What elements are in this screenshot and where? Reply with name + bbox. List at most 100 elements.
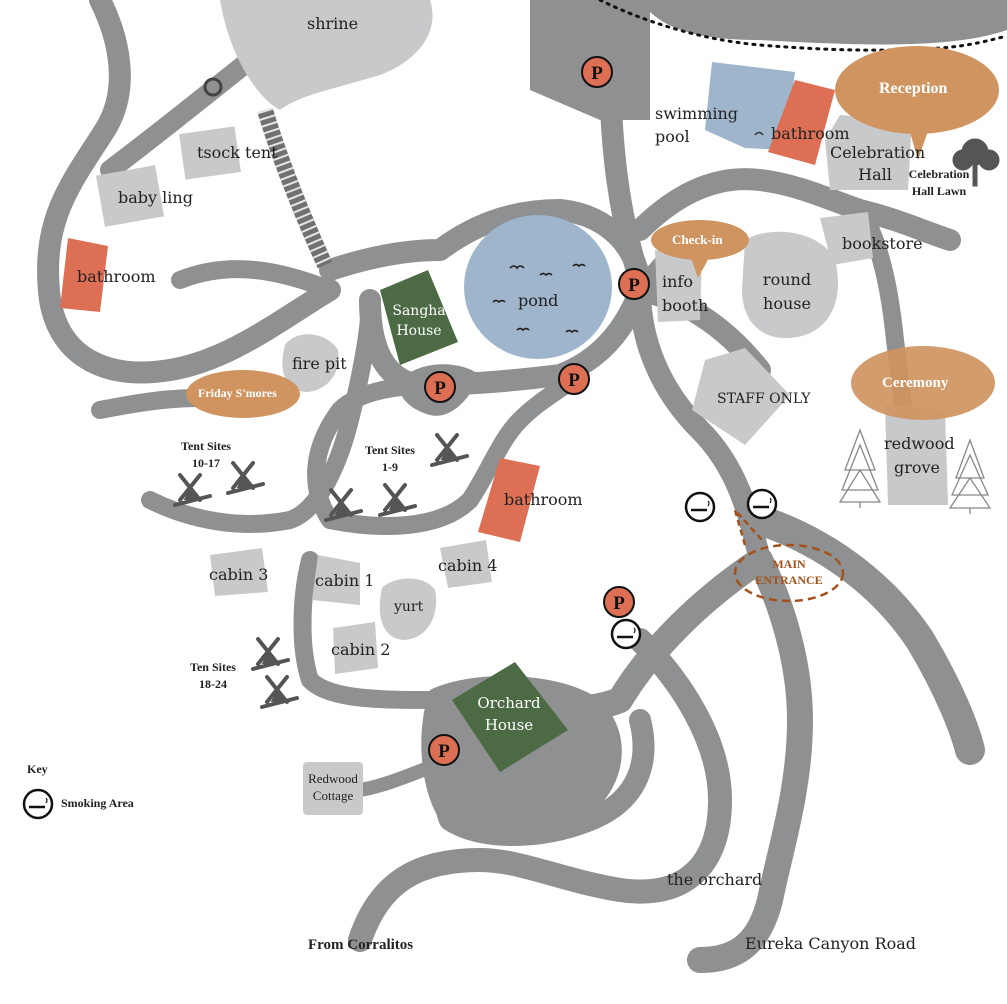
svg-text:P: P <box>568 370 580 391</box>
info-booth-shape <box>655 250 702 322</box>
the-orchard-label[interactable]: the orchard <box>667 870 763 889</box>
check-in-bubble-shape <box>651 220 749 278</box>
tent-icon <box>173 473 212 507</box>
staff-only-label[interactable]: STAFF ONLY <box>717 391 811 407</box>
round-house-shape <box>742 231 838 339</box>
tent-icon <box>378 483 417 517</box>
lawn-tree-icon <box>952 138 1000 187</box>
bathroom-north-label[interactable]: bathroom <box>771 124 850 143</box>
baby-ling-shape <box>95 165 165 227</box>
legend-smoking-area: Smoking Area <box>61 796 134 810</box>
parking-icon[interactable]: P <box>424 371 456 403</box>
tent-icon <box>430 433 469 467</box>
ceremony-label[interactable]: Ceremony <box>882 375 949 391</box>
redwood-cottage-shape <box>303 762 363 815</box>
cabin-4-label[interactable]: cabin 4 <box>438 556 498 575</box>
reception-bubble-shape <box>835 46 999 160</box>
bathroom-north-shape <box>768 80 835 165</box>
main-entrance-marker[interactable] <box>733 509 845 603</box>
info-booth-label[interactable]: info booth <box>662 272 709 315</box>
pond-birds <box>492 263 586 334</box>
tent-icon <box>251 637 290 671</box>
round-house-label[interactable]: round house <box>762 270 812 313</box>
tent-icon <box>260 675 299 709</box>
orchard-house-label[interactable]: Orchard House <box>477 694 541 734</box>
svg-text:P: P <box>434 378 446 399</box>
bathroom-center-label[interactable]: bathroom <box>504 490 583 509</box>
yurt-label[interactable]: yurt <box>394 599 424 615</box>
parking-icon[interactable]: P <box>558 363 590 395</box>
ten-sites-18-24-label[interactable]: Ten Sites 18-24 <box>190 660 236 691</box>
from-corralitos-label[interactable]: From Corralitos <box>308 937 414 953</box>
tent-sites-10-17-label[interactable]: Tent Sites 10-17 <box>181 439 231 470</box>
fire-pit-shape <box>282 334 339 392</box>
bathroom-west-shape <box>60 238 108 312</box>
svg-text:P: P <box>613 593 625 614</box>
smoking-area-icon <box>684 491 716 523</box>
check-in-label[interactable]: Check-in <box>672 232 723 247</box>
shrine-label[interactable]: shrine <box>307 14 359 33</box>
legend-title: Key <box>27 762 48 776</box>
smoking-area-icon <box>746 488 778 520</box>
cabin-1-label[interactable]: cabin 1 <box>315 571 375 590</box>
reception-label[interactable]: Reception <box>879 80 948 97</box>
yurt-shape <box>379 578 437 640</box>
loop-marker-icon <box>203 77 223 97</box>
tsock-tent-label[interactable]: tsock tent <box>197 143 278 162</box>
bathroom-center-shape <box>478 458 540 542</box>
parking-markers: P P P P P P <box>424 56 650 766</box>
cabin-4-shape <box>440 540 492 588</box>
smoking-area-icon <box>610 618 642 650</box>
pool-swimmer-icon <box>754 131 764 136</box>
main-entrance-label[interactable]: MAIN ENTRANCE <box>755 557 823 587</box>
tent-sites-1-9-label[interactable]: Tent Sites 1-9 <box>365 443 415 474</box>
cabin-1-shape <box>312 555 360 605</box>
tent-icon <box>226 461 265 495</box>
friday-smores-bubble-shape <box>186 370 300 418</box>
parking-icon[interactable]: P <box>618 268 650 300</box>
eureka-canyon-road-label[interactable]: Eureka Canyon Road <box>745 934 917 953</box>
smoking-icons <box>22 488 778 820</box>
friday-smores-label[interactable]: Friday S'mores <box>198 386 277 400</box>
shrine-stairs <box>257 107 333 269</box>
ceremony-bubble-shape <box>851 346 995 420</box>
shrine-area <box>220 0 433 110</box>
celebration-hall-lawn-label[interactable]: Celebration Hall Lawn <box>908 167 970 198</box>
svg-text:P: P <box>628 275 640 296</box>
bookstore-shape <box>820 212 873 265</box>
cabin-2-label[interactable]: cabin 2 <box>331 640 391 659</box>
parking-icon[interactable]: P <box>581 56 613 88</box>
dotted-boundary <box>598 0 1007 52</box>
pine-tree-left-icon <box>838 428 882 508</box>
parking-icon[interactable]: P <box>603 586 635 618</box>
redwood-grove-shape <box>885 405 948 505</box>
sangha-house-shape <box>380 270 458 365</box>
fire-pit-label[interactable]: fire pit <box>292 354 347 373</box>
parking-icon[interactable]: P <box>428 734 460 766</box>
tent-icon <box>324 488 363 522</box>
swimming-pool-shape <box>705 62 795 150</box>
baby-ling-label[interactable]: baby ling <box>118 188 193 207</box>
svg-text:P: P <box>591 63 603 84</box>
celebration-hall-label[interactable]: Celebration Hall <box>830 143 926 184</box>
swimming-pool-label[interactable]: swimming pool <box>655 104 739 146</box>
celebration-hall-shape <box>825 115 912 190</box>
bookstore-label[interactable]: bookstore <box>842 234 923 253</box>
svg-text:P: P <box>438 741 450 762</box>
pond-label[interactable]: pond <box>518 291 559 310</box>
redwood-cottage-label[interactable]: Redwood Cottage <box>308 771 358 803</box>
pond-shape <box>464 215 612 359</box>
cabin-3-shape <box>210 548 268 596</box>
pine-tree-right-icon <box>948 438 992 514</box>
tent-icons <box>173 433 469 709</box>
cabin-3-label[interactable]: cabin 3 <box>209 565 269 584</box>
orchard-house-shape <box>452 662 568 772</box>
bathroom-west-label[interactable]: bathroom <box>77 267 156 286</box>
staff-only-shape <box>692 348 790 445</box>
cabin-2-shape <box>333 622 378 674</box>
redwood-grove-label[interactable]: redwood grove <box>884 434 955 477</box>
smoking-area-icon <box>22 788 54 820</box>
sangha-house-label[interactable]: Sangha House <box>392 303 446 339</box>
tsock-tent-shape <box>179 126 241 180</box>
